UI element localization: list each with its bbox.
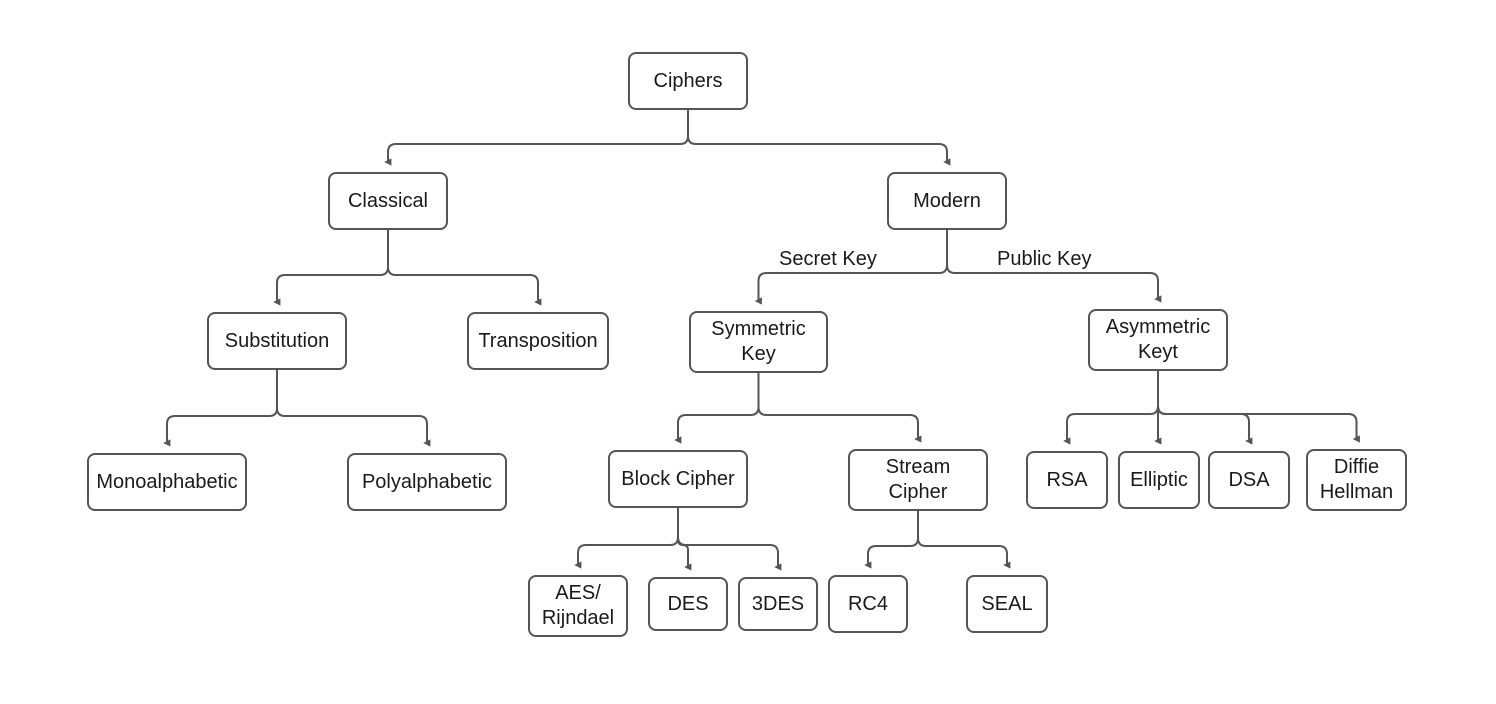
node-label: RSA [1046,468,1088,491]
node-symmetric[interactable]: Symmetric Key [689,311,828,373]
edge-symmetric-to-block-cipher [674,372,760,444]
edge-block-cipher-to-aes-rijndael [574,507,679,569]
node-label: Block Cipher [621,467,735,490]
node-modern[interactable]: Modern [887,172,1007,230]
node-label: RC4 [847,592,888,615]
node-label: Asymmetric Keyt [1105,316,1211,363]
edge-paths [163,109,1360,571]
node-asymmetric[interactable]: Asymmetric Keyt [1088,309,1228,371]
edge-substitution-to-polyalphabetic [276,369,431,447]
edge-modern-to-asymmetric [946,229,1162,303]
edge-label-public-key: Public Key [993,248,1096,270]
node-label: Classical [347,189,429,212]
node-label: Symmetric Key [711,318,806,365]
node-label: DSA [1228,468,1270,491]
edge-label-secret-key: Secret Key [775,248,881,270]
node-label: Polyalphabetic [361,470,493,493]
edge-asymmetric-to-diffie-hellman [1157,370,1360,443]
edge-asymmetric-to-rsa [1063,370,1159,445]
node-label: Ciphers [653,69,723,92]
node-transposition[interactable]: Transposition [467,312,609,370]
node-label: SEAL [981,592,1033,615]
node-label: Diffie Hellman [1319,456,1394,503]
node-label: Monoalphabetic [96,470,238,493]
node-rc4[interactable]: RC4 [828,575,908,633]
node-classical[interactable]: Classical [328,172,448,230]
node-label: 3DES [751,592,805,615]
node-label: Substitution [224,329,330,352]
edge-block-cipher-to-3des [677,507,782,571]
node-ciphers[interactable]: Ciphers [628,52,748,110]
edge-asymmetric-to-dsa [1157,370,1253,445]
node-aes-rijndael[interactable]: AES/ Rijndael [528,575,628,637]
node-des[interactable]: DES [648,577,728,631]
edge-block-cipher-to-des [677,507,692,571]
edge-ciphers-to-classical [384,109,689,166]
edge-stream-cipher-to-rc4 [864,510,919,569]
edge-stream-cipher-to-seal [917,510,1011,569]
node-label: AES/ Rijndael [541,582,615,629]
node-3des[interactable]: 3DES [738,577,818,631]
node-stream-cipher[interactable]: Stream Cipher [848,449,988,511]
node-substitution[interactable]: Substitution [207,312,347,370]
node-elliptic[interactable]: Elliptic [1118,451,1200,509]
node-label: Modern [913,189,981,212]
edge-symmetric-to-stream-cipher [757,372,922,443]
node-seal[interactable]: SEAL [966,575,1048,633]
edge-classical-to-substitution [273,229,389,306]
node-label: DES [667,592,709,615]
node-monoalphabetic[interactable]: Monoalphabetic [87,453,247,511]
node-polyalphabetic[interactable]: Polyalphabetic [347,453,507,511]
node-dsa[interactable]: DSA [1208,451,1290,509]
node-block-cipher[interactable]: Block Cipher [608,450,748,508]
node-diffie-hellman[interactable]: Diffie Hellman [1306,449,1407,511]
node-label: Transposition [478,329,598,352]
node-label: Stream Cipher [885,456,951,503]
node-label: Elliptic [1130,468,1188,491]
edge-substitution-to-monoalphabetic [163,369,278,447]
edge-classical-to-transposition [387,229,542,306]
node-rsa[interactable]: RSA [1026,451,1108,509]
edge-ciphers-to-modern [687,109,951,166]
